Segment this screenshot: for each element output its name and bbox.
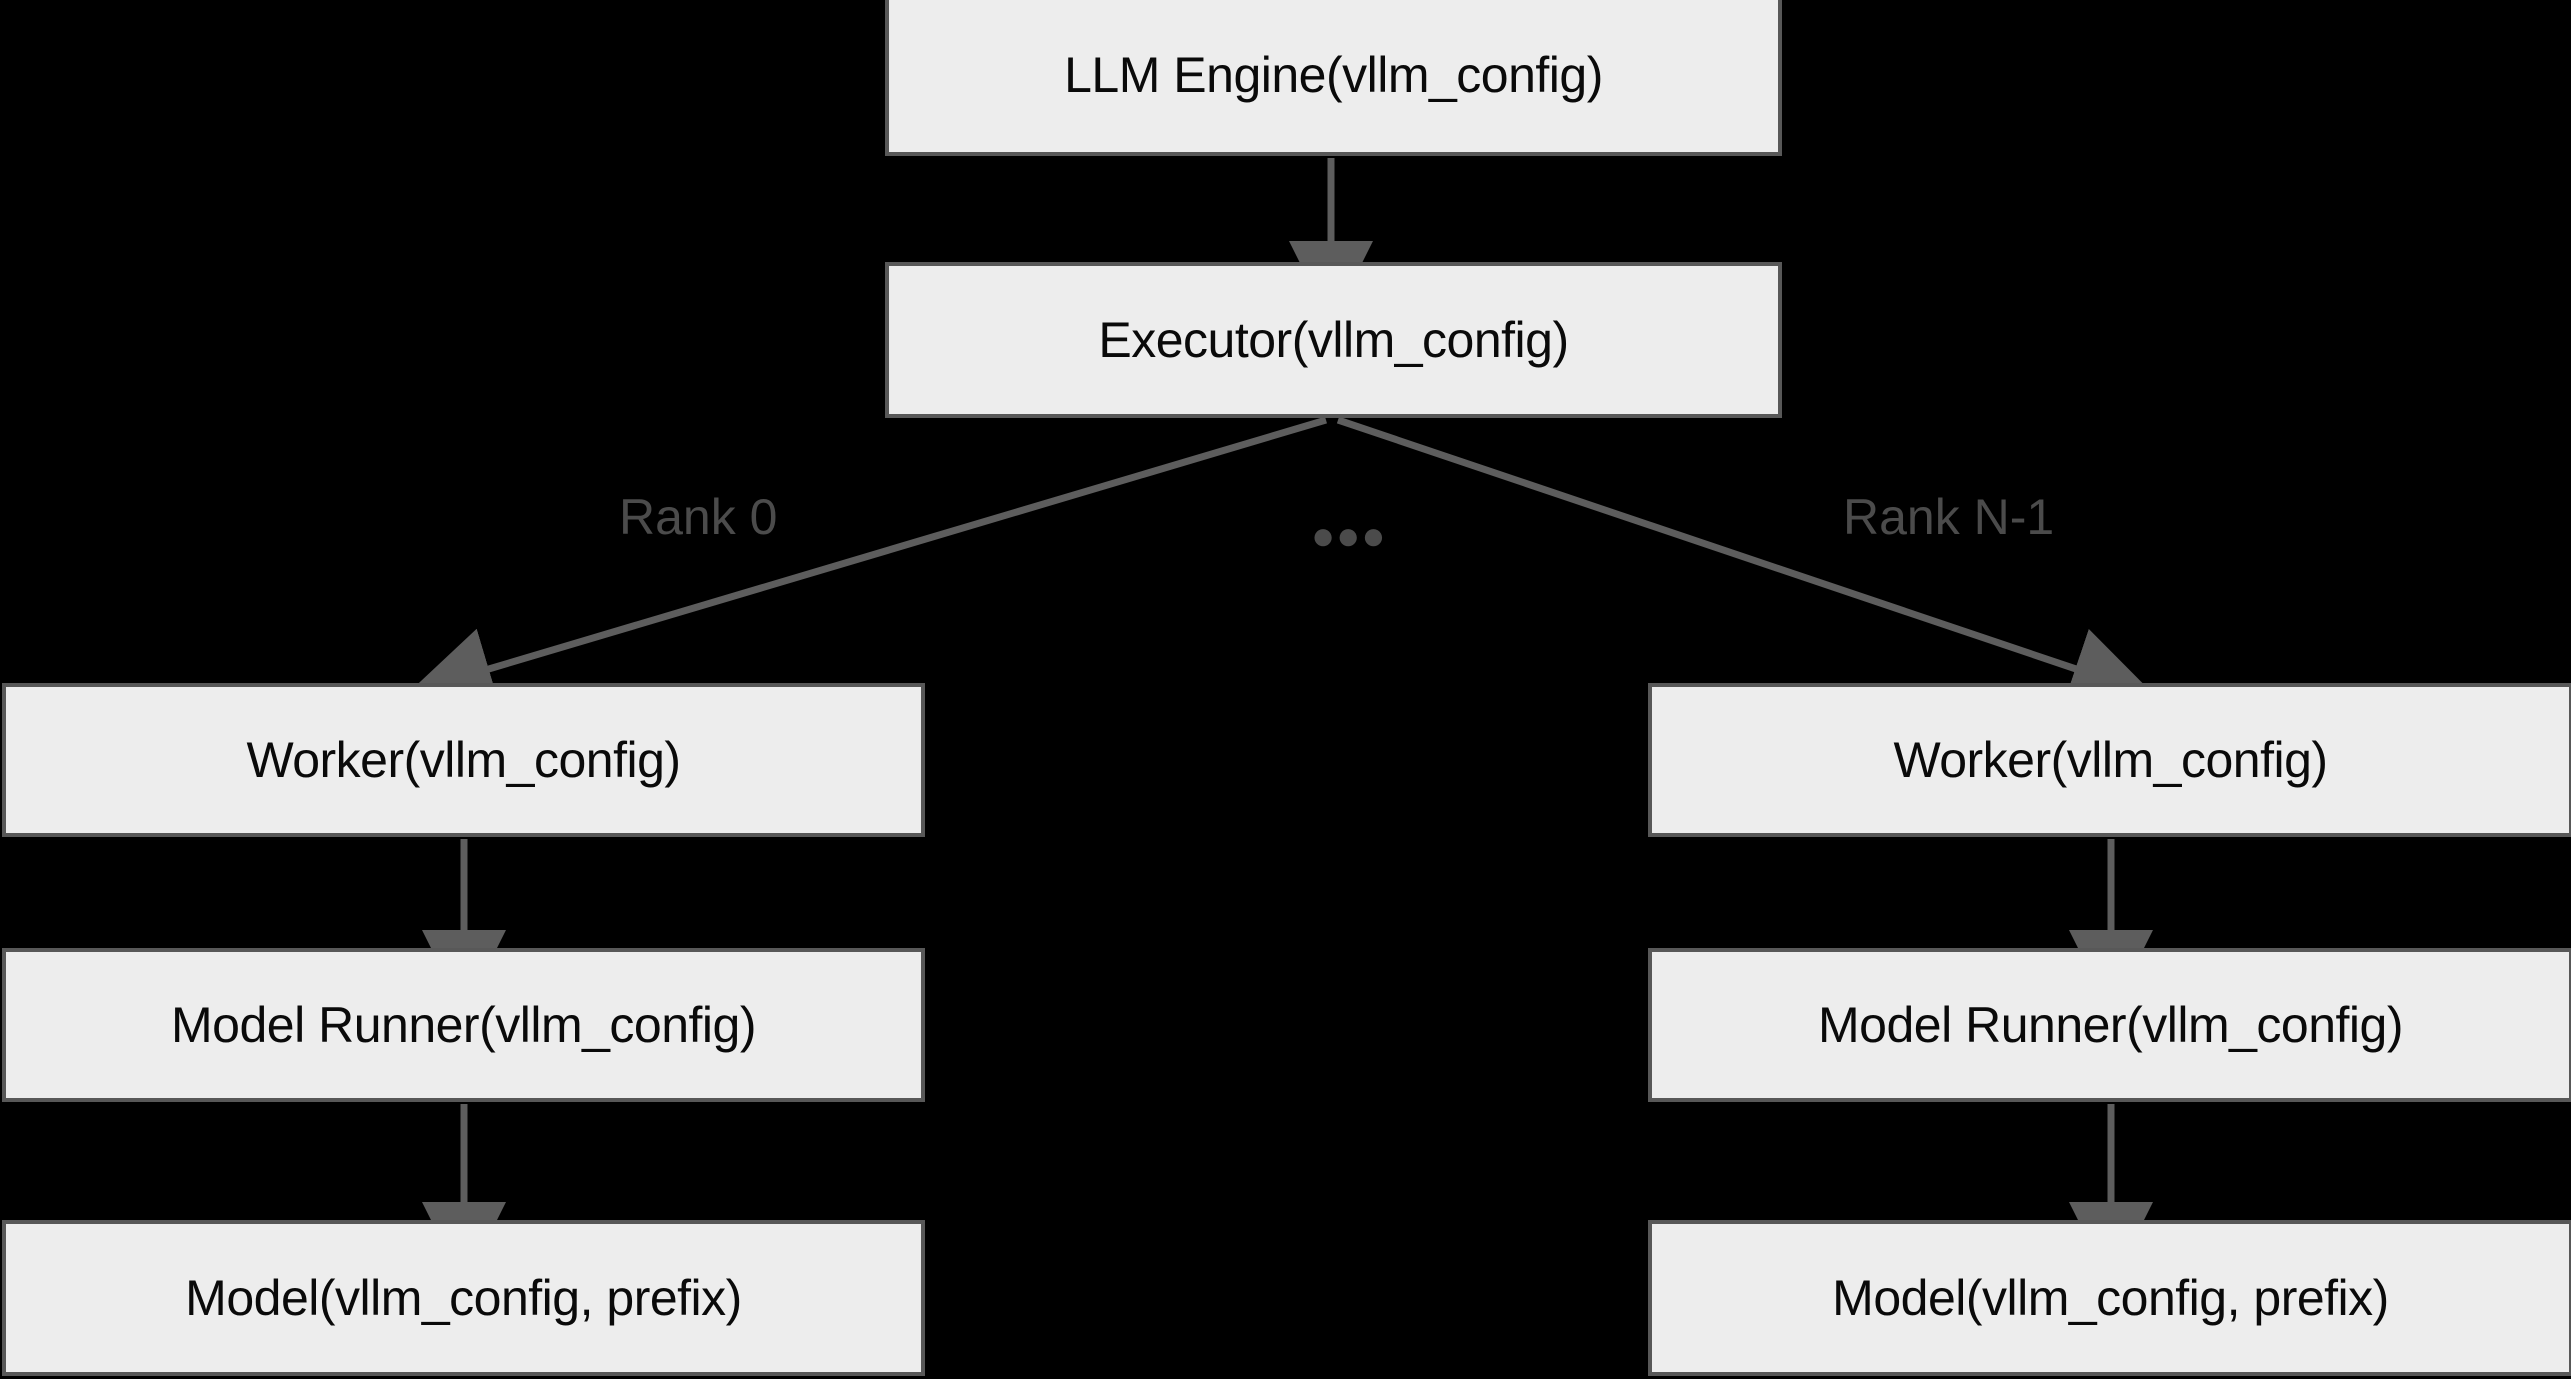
node-executor[interactable]: Executor(vllm_config) [885,262,1782,418]
node-model-runner-rank-n-1[interactable]: Model Runner(vllm_config) [1648,948,2571,1102]
edge-label-rank-n-1: Rank N-1 [1843,489,2055,545]
edge-label-rank-0: Rank 0 [619,489,778,545]
node-worker-rank-n-1-label: Worker(vllm_config) [1893,732,2328,788]
node-worker-rank-0-label: Worker(vllm_config) [246,732,681,788]
node-worker-rank-n-1[interactable]: Worker(vllm_config) [1648,683,2571,837]
node-model-runner-rank-0[interactable]: Model Runner(vllm_config) [2,948,925,1102]
node-llm-engine[interactable]: LLM Engine(vllm_config) [885,0,1782,156]
edge-executor-to-worker-right [1336,416,2155,709]
node-executor-label: Executor(vllm_config) [1098,312,1569,368]
node-model-runner-rank-n-1-label: Model Runner(vllm_config) [1818,997,2403,1053]
node-model-rank-0-label: Model(vllm_config, prefix) [185,1270,742,1326]
node-worker-rank-0[interactable]: Worker(vllm_config) [2,683,925,837]
node-model-rank-n-1-label: Model(vllm_config, prefix) [1832,1270,2389,1326]
ellipsis-icon: ●●● [1311,514,1387,558]
node-model-rank-0[interactable]: Model(vllm_config, prefix) [2,1220,925,1376]
node-model-runner-rank-0-label: Model Runner(vllm_config) [171,997,756,1053]
node-llm-engine-label: LLM Engine(vllm_config) [1064,47,1603,103]
node-model-rank-n-1[interactable]: Model(vllm_config, prefix) [1648,1220,2571,1376]
edge-executor-to-worker-left [408,416,1327,710]
